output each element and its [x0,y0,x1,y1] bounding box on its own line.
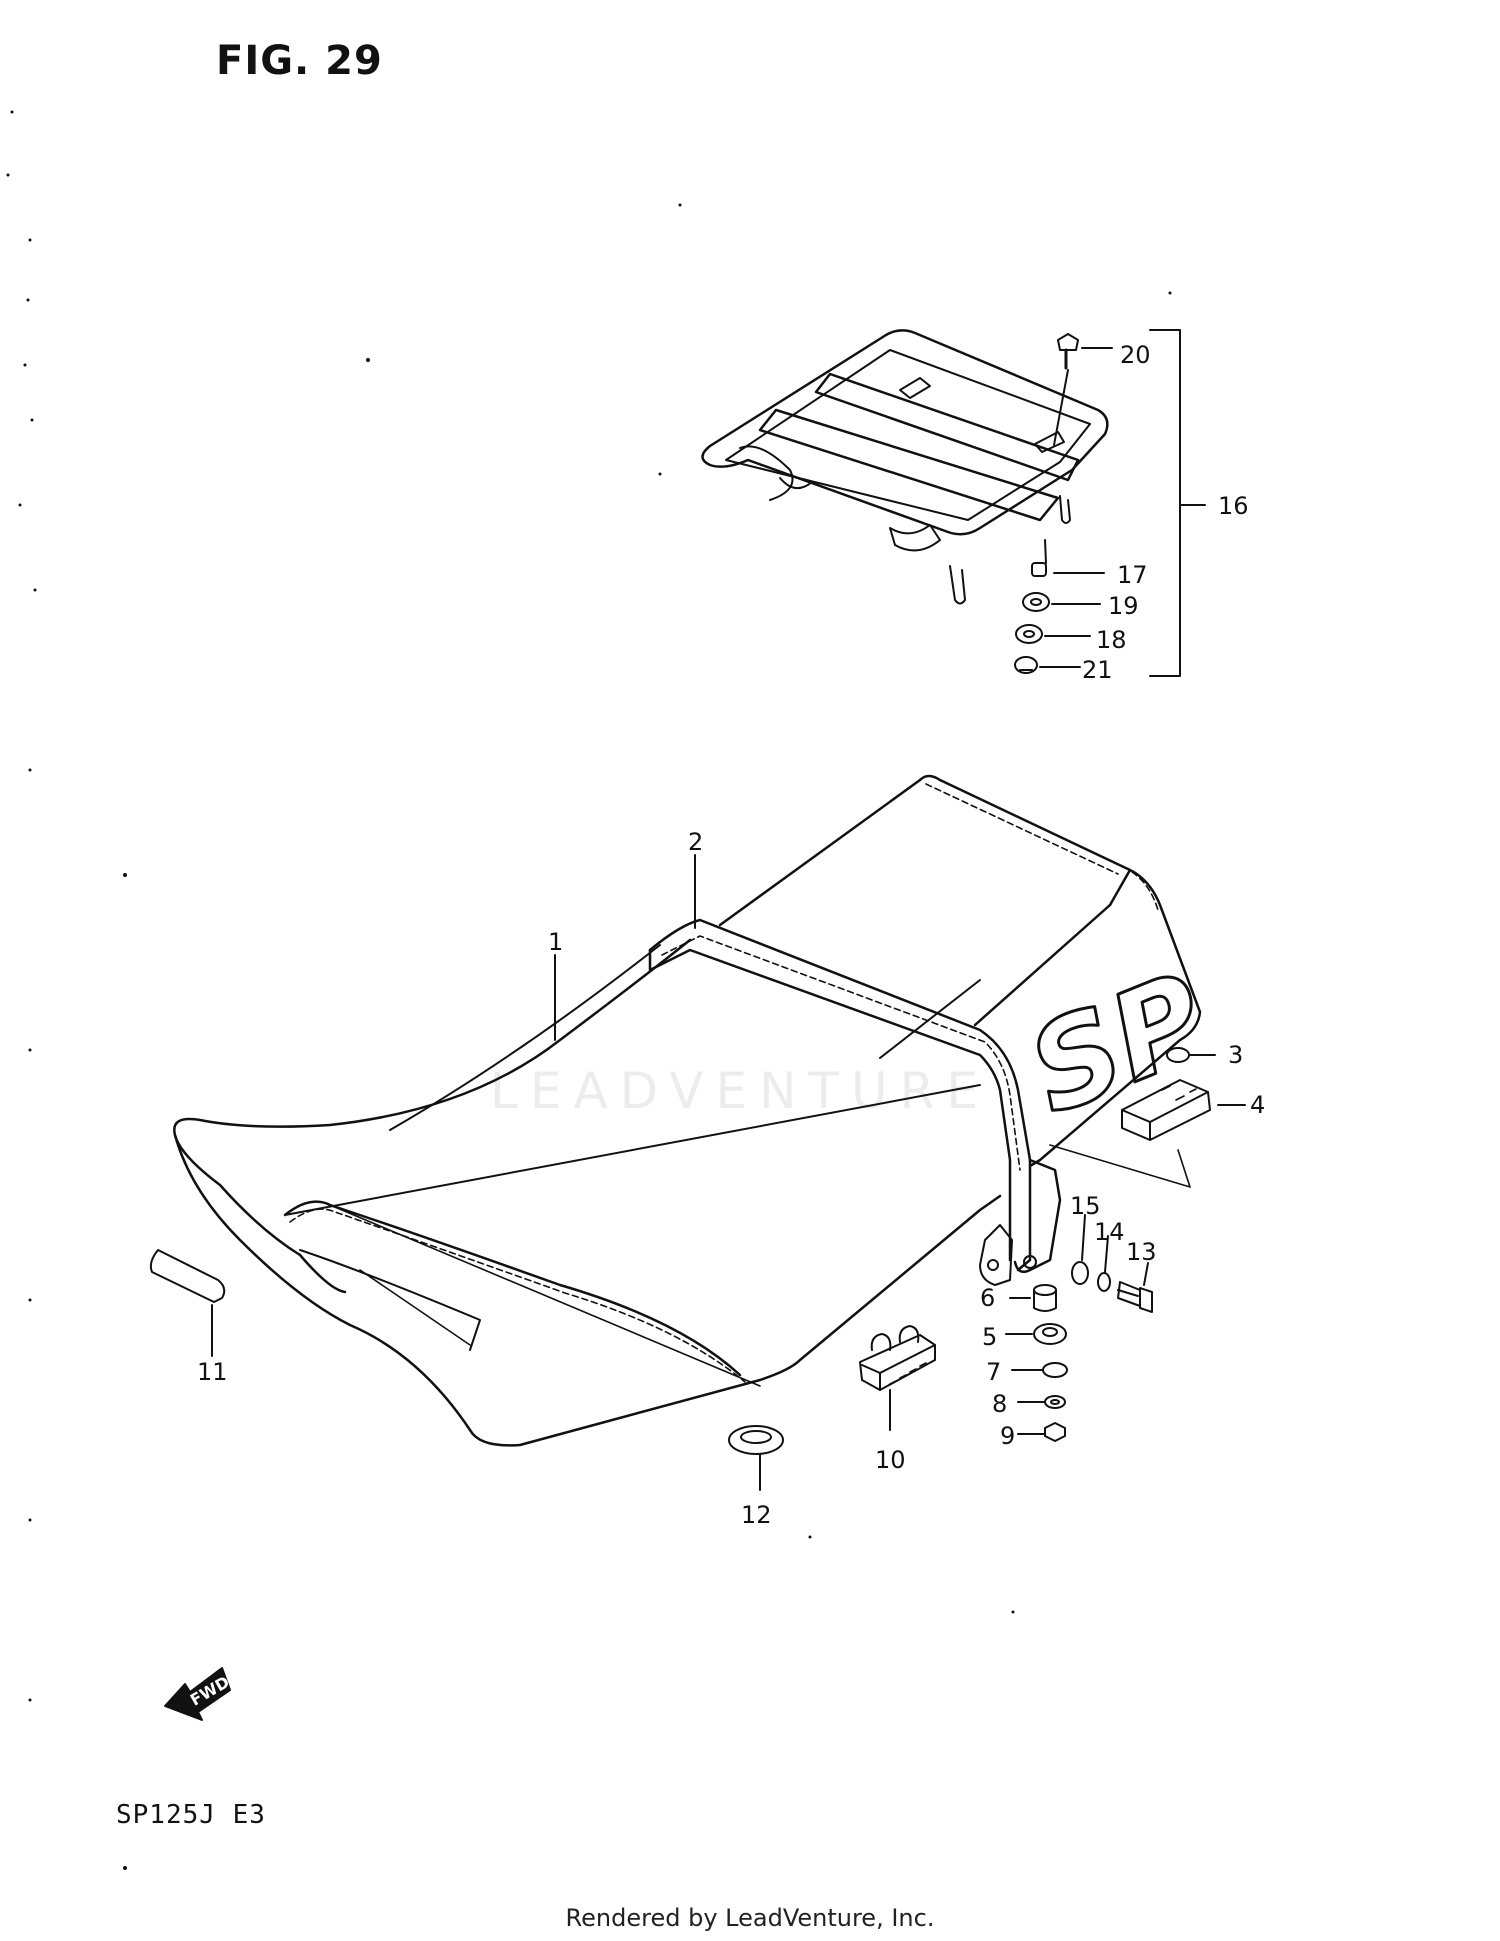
part-6-collar [1009,1284,1057,1312]
leader-lines-rack [1039,347,1113,668]
callout-21: 21 [1082,656,1113,684]
seat-logo: SP [1011,948,1225,1142]
callout-6: 6 [980,1284,995,1312]
callout-2: 2 [688,828,703,856]
model-code: SP125J E3 [116,1800,266,1830]
part-8-washer [1017,1395,1066,1409]
part-14-washer [1097,1235,1111,1292]
part-5-grommet [1005,1323,1067,1345]
callout-18: 18 [1096,626,1127,654]
callout-5: 5 [982,1323,997,1351]
callout-19: 19 [1108,592,1139,620]
leader-lines-seat [554,854,696,1041]
callout-8: 8 [992,1390,1007,1418]
seat-strap [648,918,1062,1286]
footer-credit: Rendered by LeadVenture, Inc. [565,1904,935,1932]
callout-9: 9 [1000,1422,1015,1450]
part-9-nut [1017,1422,1066,1442]
callout-14: 14 [1094,1218,1125,1246]
part-12-grommet [728,1425,784,1491]
figure-title: FIG. 29 [216,38,383,84]
rear-carrier-rack [701,329,1109,605]
callout-15: 15 [1070,1192,1101,1220]
callout-20: 20 [1120,341,1151,369]
callout-1: 1 [548,928,563,956]
assembly-bracket [1149,329,1181,677]
callout-10: 10 [875,1446,906,1474]
callout-12: 12 [741,1501,772,1529]
callout-4: 4 [1250,1091,1265,1119]
watermark: LEADVENTURE [490,1062,990,1120]
callout-numbers: 1 2 3 4 5 6 7 8 9 10 11 12 13 14 15 16 1… [197,341,1265,1529]
part-10-buffer-block [859,1325,936,1431]
part-3-cushion [1166,1047,1216,1063]
callout-16: 16 [1218,492,1249,520]
callout-13: 13 [1126,1238,1157,1266]
callout-7: 7 [986,1358,1001,1386]
callout-11: 11 [197,1358,228,1386]
seat-assembly: SP [173,774,1226,1447]
part-7-washer [1011,1362,1068,1378]
part-15-washer [1071,1214,1089,1285]
rack-hardware [1014,333,1079,674]
part-13-bolt [1117,1262,1153,1313]
part-11-plate [149,1249,226,1357]
fwd-arrow-icon: FWD [164,1667,233,1721]
callout-17: 17 [1117,561,1148,589]
scan-specks [6,110,1172,1870]
part-4-rubber-block [1049,1079,1246,1188]
callout-3: 3 [1228,1041,1243,1069]
